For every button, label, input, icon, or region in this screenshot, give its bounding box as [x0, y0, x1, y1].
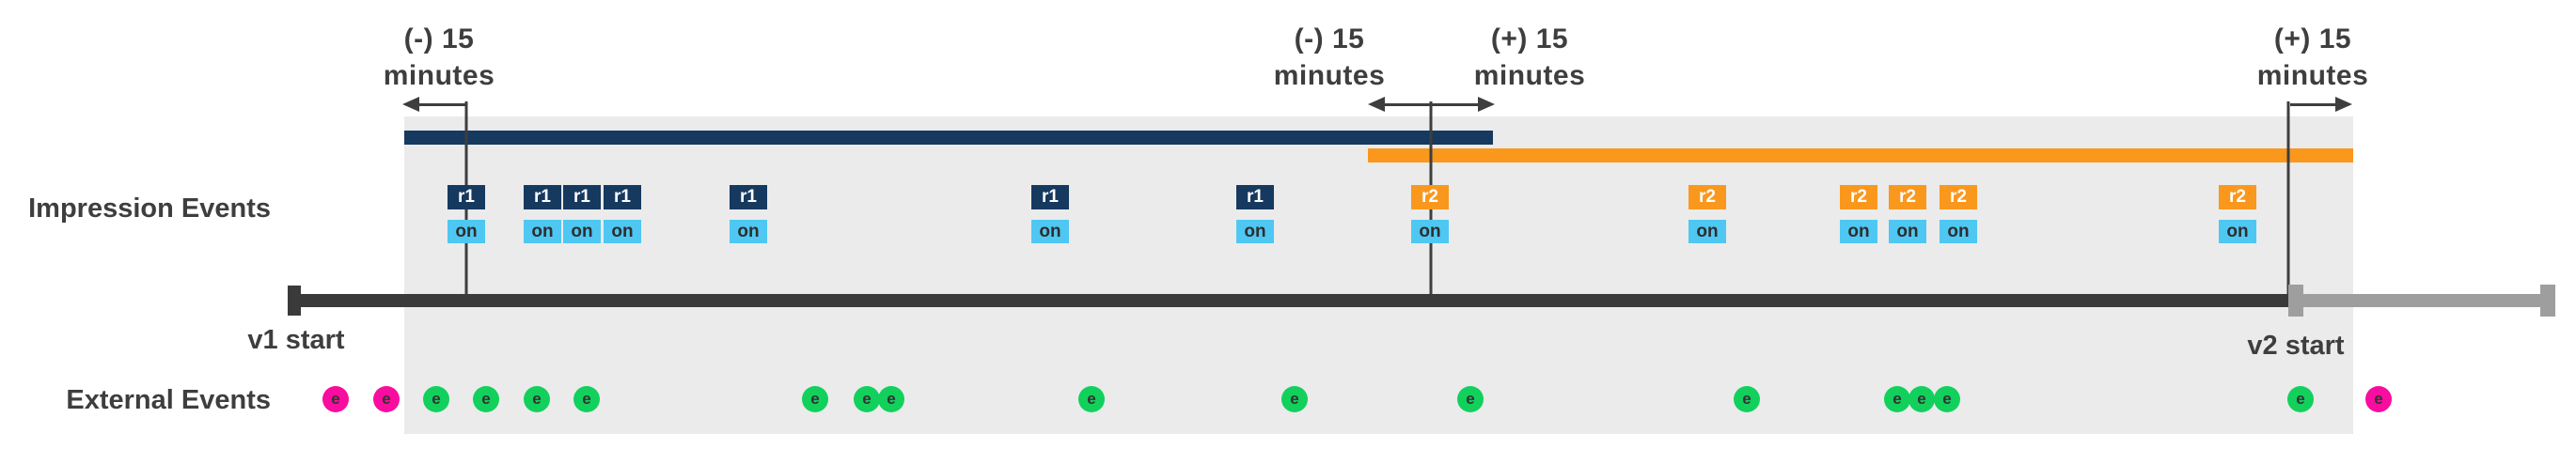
on-badge: on — [1840, 220, 1877, 243]
r2-badge: r2 — [1889, 185, 1926, 209]
r1-badge: r1 — [563, 185, 601, 209]
annotation-line1: (-) 15 — [1294, 23, 1365, 54]
impression-event-r1: r1 on — [1031, 185, 1069, 243]
r2-badge: r2 — [1411, 185, 1449, 209]
r1-badge: r1 — [730, 185, 767, 209]
marker-line-3 — [2286, 101, 2290, 295]
impression-event-r1: r1 on — [730, 185, 767, 243]
impression-event-r2: r2 on — [1889, 185, 1926, 243]
annotation-line1: (-) 15 — [403, 23, 475, 54]
on-badge: on — [730, 220, 767, 243]
r2-badge: r2 — [1689, 185, 1726, 209]
external-event-green: e — [423, 386, 449, 412]
annotation-line2: minutes — [1473, 60, 1586, 91]
annotation-line1: (+) 15 — [1490, 23, 1569, 54]
external-event-pink: e — [322, 386, 349, 412]
arrowhead-left-icon — [402, 97, 419, 112]
r2-rollout-bar — [1368, 148, 2353, 162]
external-events-row-label: External Events — [66, 385, 271, 415]
on-badge: on — [448, 220, 485, 243]
impression-event-r2: r2 on — [2219, 185, 2256, 243]
on-badge: on — [1411, 220, 1449, 243]
minus15-left-arrow-line — [406, 103, 467, 106]
external-event-green: e — [1734, 386, 1760, 412]
on-badge: on — [1889, 220, 1926, 243]
external-event-green: e — [1884, 386, 1910, 412]
impression-event-r1: r1 on — [448, 185, 485, 243]
observation-window-panel — [404, 116, 2353, 434]
on-badge: on — [1689, 220, 1726, 243]
annotation-line2: minutes — [2256, 60, 2369, 91]
impression-event-r2: r2 on — [1689, 185, 1726, 243]
r2-badge: r2 — [2219, 185, 2256, 209]
v1-timeline-bar — [289, 294, 2290, 307]
on-badge: on — [1031, 220, 1069, 243]
plus15-right-arrow-line — [2290, 103, 2348, 106]
external-event-green: e — [878, 386, 904, 412]
r2-badge: r2 — [1940, 185, 1977, 209]
impression-event-r1: r1 on — [563, 185, 601, 243]
on-badge: on — [563, 220, 601, 243]
r1-badge: r1 — [524, 185, 561, 209]
impression-event-r2: r2 on — [1940, 185, 1977, 243]
external-event-green: e — [1078, 386, 1105, 412]
impression-event-r2: r2 on — [1411, 185, 1449, 243]
impression-events-row-label: Impression Events — [28, 193, 271, 224]
r2-badge: r2 — [1840, 185, 1877, 209]
v2-start-label: v2 start — [2247, 331, 2345, 361]
arrowhead-left-icon — [1368, 97, 1385, 112]
annotation-plus15-right: (+) 15 minutes — [2200, 21, 2426, 94]
on-badge: on — [1940, 220, 1977, 243]
external-event-pink: e — [2365, 386, 2392, 412]
v2-start-cap — [2288, 285, 2303, 317]
annotation-minus15-left: (-) 15 minutes — [326, 21, 552, 94]
arrowhead-right-icon — [1478, 97, 1495, 112]
annotation-minus15-mid: (-) 15 minutes — [1217, 21, 1442, 94]
r1-badge: r1 — [1031, 185, 1069, 209]
v2-timeline-extension-bar — [2288, 294, 2555, 307]
v2-timeline-end-cap — [2540, 285, 2555, 317]
external-event-green: e — [524, 386, 550, 412]
r1-badge: r1 — [604, 185, 641, 209]
v1-start-cap — [288, 286, 301, 316]
external-event-green: e — [573, 386, 600, 412]
impression-event-r1: r1 on — [524, 185, 561, 243]
external-event-green: e — [1908, 386, 1935, 412]
on-badge: on — [2219, 220, 2256, 243]
arrowhead-right-icon — [2335, 97, 2352, 112]
on-badge: on — [1236, 220, 1274, 243]
external-event-green: e — [1457, 386, 1484, 412]
r1-badge: r1 — [448, 185, 485, 209]
annotation-line1: (+) 15 — [2273, 23, 2352, 54]
r1-rollout-bar — [404, 131, 1493, 145]
external-event-pink: e — [373, 386, 400, 412]
annotation-line2: minutes — [383, 60, 495, 91]
external-event-green: e — [2287, 386, 2314, 412]
v1-start-label: v1 start — [247, 325, 345, 355]
external-event-green: e — [473, 386, 499, 412]
external-event-green: e — [802, 386, 828, 412]
annotation-plus15-mid: (+) 15 minutes — [1417, 21, 1642, 94]
external-event-green: e — [854, 386, 880, 412]
external-event-green: e — [1934, 386, 1960, 412]
impression-event-r1: r1 on — [604, 185, 641, 243]
on-badge: on — [604, 220, 641, 243]
mid-arrow-line — [1373, 103, 1485, 106]
external-event-green: e — [1281, 386, 1308, 412]
impression-event-r2: r2 on — [1840, 185, 1877, 243]
on-badge: on — [524, 220, 561, 243]
annotation-line2: minutes — [1273, 60, 1386, 91]
impression-event-r1: r1 on — [1236, 185, 1274, 243]
r1-badge: r1 — [1236, 185, 1274, 209]
